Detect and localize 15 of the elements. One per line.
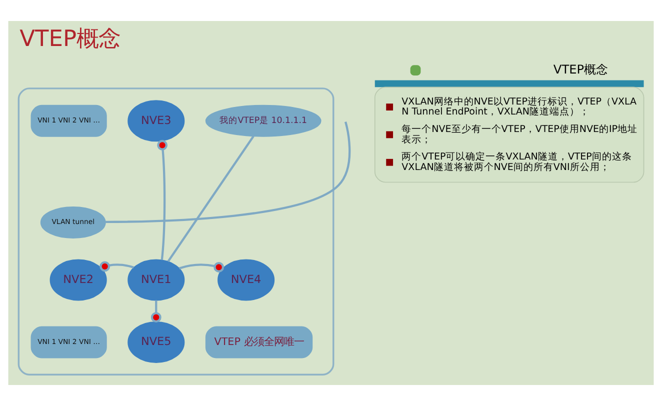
node-box: VTEP 必须全网唯一 [205, 326, 313, 358]
node-ellipse: NVE4 [218, 258, 275, 300]
connector [100, 260, 134, 272]
diagram-title: VTEP概念 [20, 25, 121, 52]
connector [157, 139, 168, 260]
connector [106, 121, 351, 222]
cluster [18, 87, 334, 375]
connector [167, 135, 254, 262]
node-ellipse: 我的VTEP是 10.1.1.1 [205, 104, 322, 136]
node-ellipse: NVE5 [128, 320, 185, 362]
connector [179, 261, 224, 272]
node-ellipse: NVE2 [50, 258, 107, 300]
node-ellipse: NVE1 [128, 258, 185, 300]
connector [150, 300, 162, 322]
node-ellipse: NVE3 [128, 100, 185, 142]
